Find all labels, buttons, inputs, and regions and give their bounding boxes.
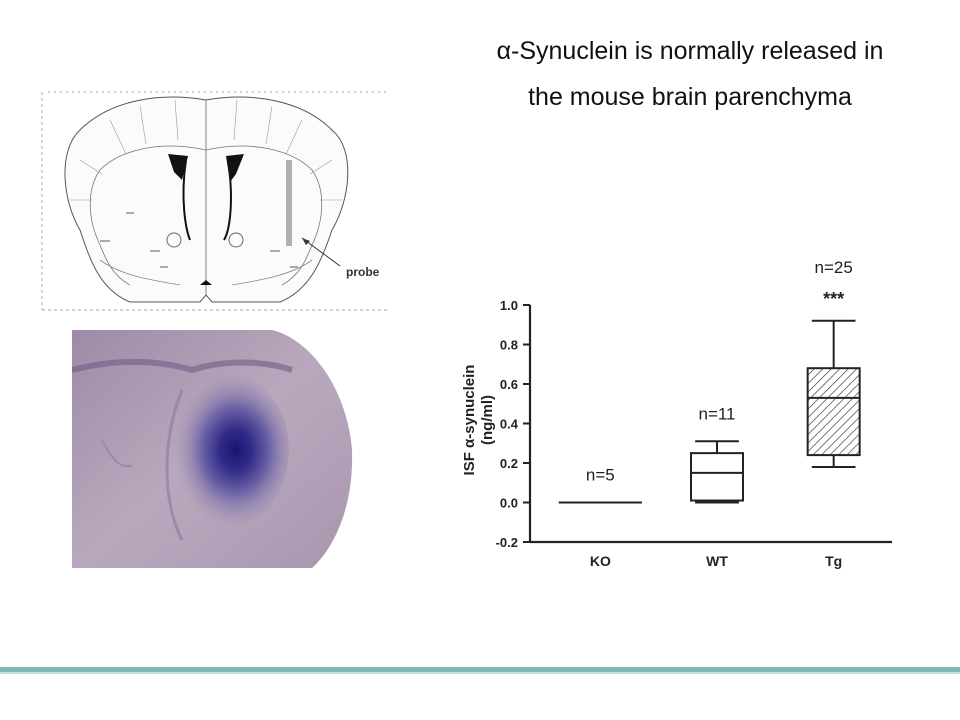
y-tick-label: -0.2 xyxy=(496,535,518,550)
n-label: n=5 xyxy=(586,466,615,485)
probe-label: probe xyxy=(346,265,380,279)
slide-title: α-Synuclein is normally released in the … xyxy=(430,28,950,120)
x-tick-label: WT xyxy=(706,553,728,569)
title-line-1: α-Synuclein is normally released in xyxy=(496,37,884,65)
y-tick-label: 1.0 xyxy=(500,298,518,313)
y-tick-label: 0.2 xyxy=(500,456,518,471)
x-tick-label: Tg xyxy=(825,553,842,569)
y-axis-label-line-2: (ng/ml) xyxy=(479,395,496,445)
title-line-2: the mouse brain parenchyma xyxy=(528,83,852,111)
y-axis-label-line-1: ISF α-synuclein xyxy=(461,365,478,476)
y-tick-label: 0.8 xyxy=(500,338,518,353)
brain-slice-photo xyxy=(72,330,354,568)
x-tick-label: KO xyxy=(590,553,611,569)
box xyxy=(806,367,861,457)
footer-divider-light xyxy=(0,672,960,674)
y-tick-label: 0.6 xyxy=(500,377,518,392)
footer-divider xyxy=(0,667,960,672)
y-tick-label: 0.0 xyxy=(500,496,518,511)
y-tick-label: 0.4 xyxy=(500,417,519,432)
brain-atlas-diagram: probe xyxy=(41,91,390,311)
n-label: n=11 xyxy=(698,404,735,423)
significance-label: *** xyxy=(823,289,844,309)
probe-marker xyxy=(286,160,292,246)
n-label: n=25 xyxy=(815,258,853,277)
box xyxy=(690,452,744,502)
